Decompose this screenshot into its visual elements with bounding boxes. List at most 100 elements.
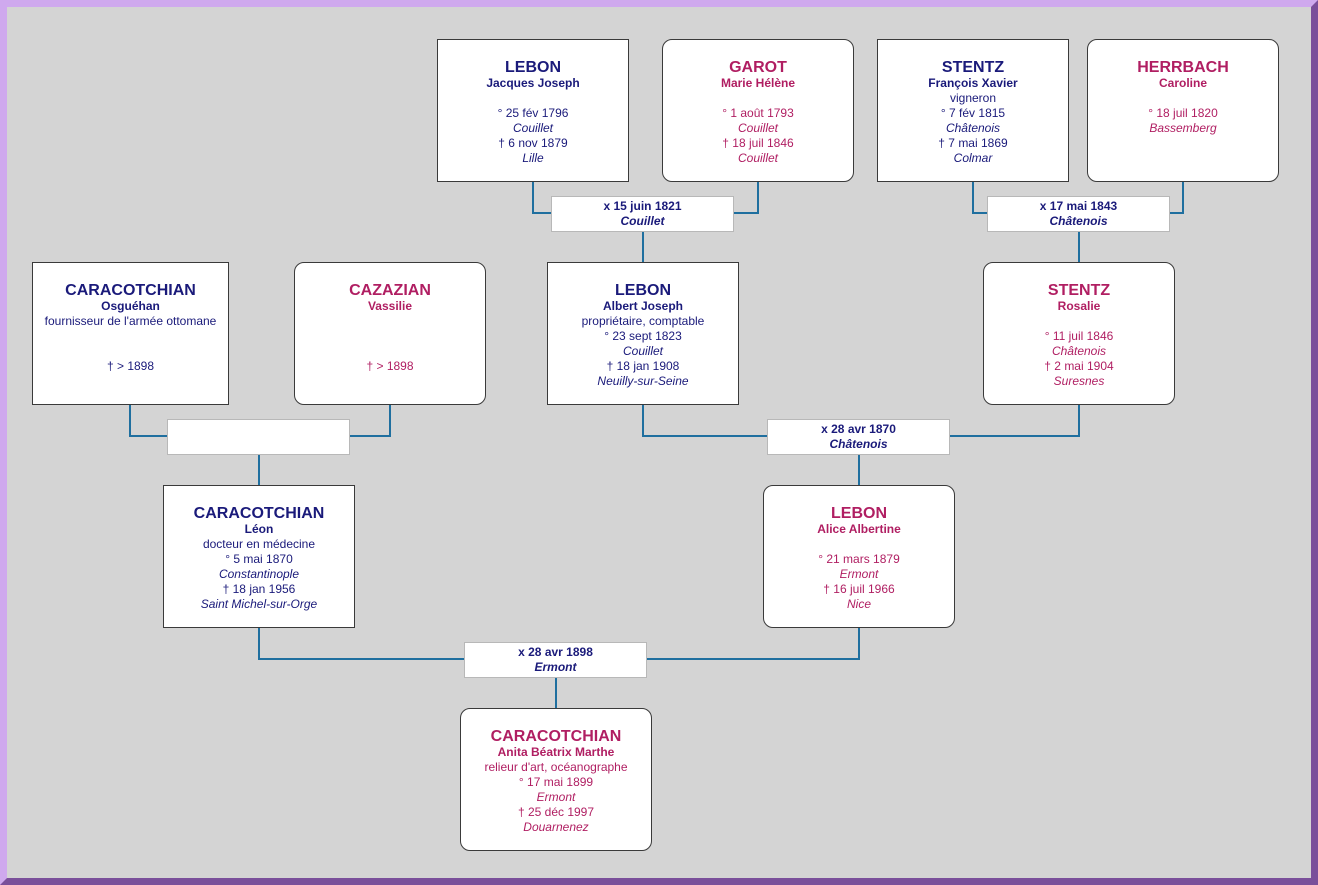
birth-date: ° 25 fév 1796: [497, 106, 569, 120]
birth-place: Constantinople: [218, 567, 300, 581]
given-name: Jacques Joseph: [486, 76, 580, 90]
person-card-lebon-jacques-joseph[interactable]: LEBON Jacques Joseph ° 25 fév 1796 Couil…: [437, 39, 629, 182]
marriage-date: x 28 avr 1870: [821, 422, 896, 436]
connector-line: [972, 181, 988, 214]
given-name: Léon: [244, 522, 274, 536]
death-date: † 16 juil 1966: [823, 582, 895, 596]
birth-date: ° 18 juil 1820: [1148, 106, 1218, 120]
given-name: Marie Hélène: [720, 76, 796, 90]
death-date: † 18 jan 1908: [606, 359, 680, 373]
connector-line: [1170, 181, 1184, 214]
death-date: † > 1898: [366, 359, 414, 373]
connector-line: [642, 404, 768, 437]
given-name: Anita Béatrix Marthe: [497, 745, 615, 759]
birth-place: Couillet: [737, 121, 779, 135]
birth-date: [33, 329, 228, 344]
person-card-caracotchian-anita[interactable]: CARACOTCHIAN Anita Béatrix Marthe relieu…: [460, 708, 652, 851]
marriage-box-1898[interactable]: x 28 avr 1898 Ermont: [464, 642, 647, 678]
death-date: † 18 jan 1956: [222, 582, 296, 596]
given-name: Albert Joseph: [602, 299, 683, 313]
surname: LEBON: [615, 282, 671, 299]
surname: LEBON: [505, 59, 561, 76]
birth-date: ° 11 juil 1846: [1044, 329, 1114, 343]
occupation: [1088, 91, 1278, 106]
death-place: Saint Michel-sur-Orge: [200, 597, 318, 611]
marriage-place: Couillet: [620, 214, 665, 228]
person-card-lebon-alice-albertine[interactable]: LEBON Alice Albertine ° 21 mars 1879 Erm…: [763, 485, 955, 628]
marriage-date: x 17 mai 1843: [1039, 199, 1118, 213]
connector-line: [950, 404, 1080, 437]
person-card-cazazian-vassilie[interactable]: CAZAZIAN Vassilie † > 1898: [294, 262, 486, 405]
death-date: † 6 nov 1879: [498, 136, 568, 150]
person-card-garot-marie-helene[interactable]: GAROT Marie Hélène ° 1 août 1793 Couille…: [662, 39, 854, 182]
birth-date: ° 5 mai 1870: [225, 552, 293, 566]
connector-line: [647, 627, 860, 660]
occupation: [295, 314, 485, 329]
birth-place: Ermont: [536, 790, 576, 804]
birth-place: Couillet: [512, 121, 554, 135]
death-place: Couillet: [737, 151, 779, 165]
marriage-date: x 15 juin 1821: [603, 199, 682, 213]
occupation: [984, 314, 1174, 329]
birth-place: Bassemberg: [1149, 121, 1217, 135]
death-date: † > 1898: [106, 359, 155, 373]
connector-line: [532, 181, 552, 214]
death-date: † 2 mai 1904: [1044, 359, 1114, 373]
birth-place: [295, 344, 485, 359]
marriage-place: Châtenois: [1049, 214, 1108, 228]
surname: CAZAZIAN: [349, 282, 431, 299]
death-place: Neuilly-sur-Seine: [597, 374, 689, 388]
given-name: Vassilie: [367, 299, 413, 313]
death-place: Nice: [846, 597, 871, 611]
marriage-box-1843[interactable]: x 17 mai 1843 Châtenois: [987, 196, 1170, 232]
person-card-caracotchian-osguehan[interactable]: CARACOTCHIAN Osguéhan fournisseur de l'a…: [32, 262, 229, 405]
occupation: relieur d'art, océanographe: [484, 760, 628, 774]
occupation: fournisseur de l'armée ottomane: [44, 314, 217, 328]
death-place: Douarnenez: [523, 820, 589, 834]
birth-place: Châtenois: [945, 121, 1001, 135]
birth-date: [295, 329, 485, 344]
surname: STENTZ: [1047, 282, 1111, 299]
birth-date: ° 17 mai 1899: [518, 775, 594, 789]
surname: CARACOTCHIAN: [193, 505, 325, 522]
marriage-date: x 28 avr 1898: [518, 645, 593, 659]
person-card-stentz-francois-xavier[interactable]: STENTZ François Xavier vigneron ° 7 fév …: [877, 39, 1069, 182]
occupation: propriétaire, comptable: [581, 314, 705, 328]
occupation: docteur en médecine: [202, 537, 316, 551]
marriage-box-1821[interactable]: x 15 juin 1821 Couillet: [551, 196, 734, 232]
surname: STENTZ: [941, 59, 1005, 76]
surname: GAROT: [729, 59, 787, 76]
birth-date: ° 21 mars 1879: [818, 552, 900, 566]
marriage-box-1870[interactable]: x 28 avr 1870 Châtenois: [767, 419, 950, 455]
death-date: † 7 mai 1869: [938, 136, 1008, 150]
surname: LEBON: [831, 505, 887, 522]
birth-place: Couillet: [622, 344, 664, 358]
birth-place: Ermont: [839, 567, 879, 581]
given-name: Osguéhan: [101, 299, 160, 313]
occupation: [663, 91, 853, 106]
marriage-place: Ermont: [534, 660, 577, 674]
occupation: [438, 91, 628, 106]
given-name: Alice Albertine: [817, 522, 901, 536]
person-card-stentz-rosalie[interactable]: STENTZ Rosalie ° 11 juil 1846 Châtenois …: [983, 262, 1175, 405]
surname: CARACOTCHIAN: [65, 282, 196, 299]
connector-line: [734, 181, 759, 214]
marriage-box-caracotchian-cazazian[interactable]: [167, 419, 350, 455]
birth-date: ° 1 août 1793: [722, 106, 794, 120]
birth-date: ° 23 sept 1823: [604, 329, 682, 343]
death-place: Lille: [522, 151, 544, 165]
birth-place: [33, 344, 228, 359]
person-card-herrbach-caroline[interactable]: HERRBACH Caroline ° 18 juil 1820 Bassemb…: [1087, 39, 1279, 182]
surname: CARACOTCHIAN: [490, 728, 622, 745]
connector-line: [350, 404, 391, 437]
death-place: Suresnes: [1053, 374, 1105, 388]
given-name: François Xavier: [928, 76, 1018, 90]
birth-date: ° 7 fév 1815: [940, 106, 1006, 120]
connector-line: [258, 627, 465, 660]
person-card-caracotchian-leon[interactable]: CARACOTCHIAN Léon docteur en médecine ° …: [163, 485, 355, 628]
surname: HERRBACH: [1137, 59, 1229, 76]
occupation: vigneron: [949, 91, 997, 105]
person-card-lebon-albert-joseph[interactable]: LEBON Albert Joseph propriétaire, compta…: [547, 262, 739, 405]
occupation: [764, 537, 954, 552]
